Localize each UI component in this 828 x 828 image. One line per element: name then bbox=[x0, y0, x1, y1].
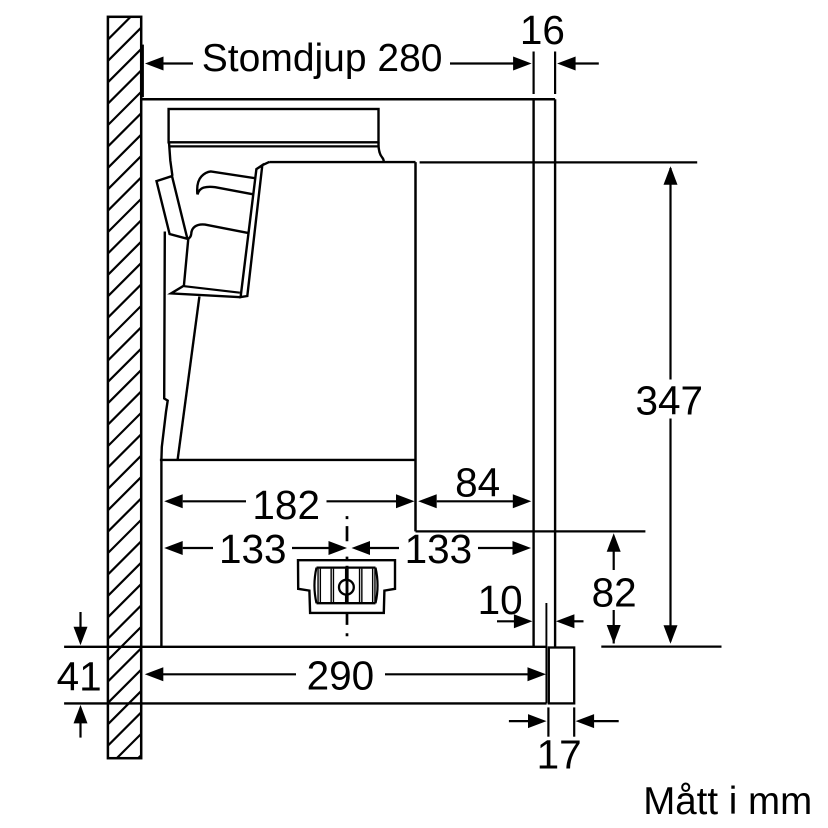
svg-text:Stomdjup 280: Stomdjup 280 bbox=[202, 37, 443, 80]
svg-text:133: 133 bbox=[219, 526, 287, 572]
svg-text:16: 16 bbox=[520, 7, 565, 53]
svg-text:41: 41 bbox=[57, 653, 102, 699]
svg-text:84: 84 bbox=[455, 459, 500, 505]
svg-text:182: 182 bbox=[252, 482, 320, 528]
svg-text:17: 17 bbox=[537, 731, 582, 777]
svg-text:Mått i mm: Mått i mm bbox=[643, 780, 812, 823]
svg-text:290: 290 bbox=[307, 652, 375, 698]
svg-text:347: 347 bbox=[636, 378, 704, 424]
svg-text:133: 133 bbox=[405, 526, 473, 572]
svg-text:82: 82 bbox=[592, 569, 637, 615]
